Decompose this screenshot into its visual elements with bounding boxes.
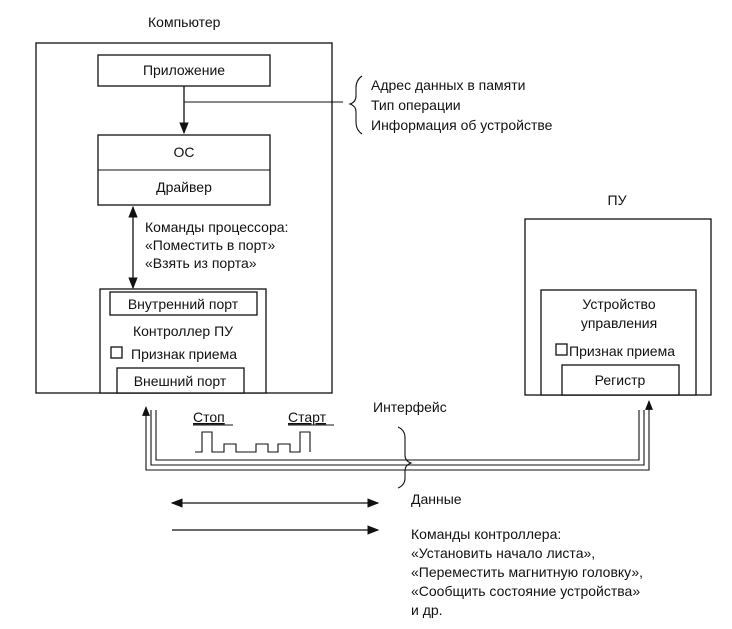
device-title: ПУ bbox=[608, 192, 627, 208]
interface-label: Интерфейс bbox=[373, 399, 447, 415]
receive-flag-checkbox bbox=[110, 346, 123, 359]
call-param-op-type: Тип операции bbox=[371, 97, 461, 113]
application-label: Приложение bbox=[143, 62, 225, 78]
legend-command-etc: и др. bbox=[411, 602, 443, 618]
legend-command-status: «Сообщить состояние устройства» bbox=[411, 583, 640, 599]
internal-port-box bbox=[109, 291, 258, 316]
register-label: Регистр bbox=[595, 372, 646, 388]
interface-bus bbox=[142, 400, 653, 471]
computer-title: Компьютер bbox=[148, 14, 221, 30]
legend-commands-title: Команды контроллера: bbox=[411, 526, 561, 542]
device-receive-flag-label: Признак приема bbox=[569, 343, 675, 359]
os-label: ОС bbox=[174, 144, 195, 160]
controller-title: Контроллер ПУ bbox=[133, 323, 233, 339]
control-unit-line1: Устройство bbox=[582, 296, 655, 312]
interface-brace bbox=[397, 426, 413, 489]
serial-signal-waveform bbox=[195, 431, 311, 453]
legend-data-label: Данные bbox=[411, 491, 462, 507]
external-port-box bbox=[116, 367, 245, 394]
call-param-address: Адрес данных в памяти bbox=[371, 77, 525, 93]
cpu-commands-title: Команды процессора: bbox=[145, 219, 288, 235]
legend-command-move-head: «Переместить магнитную головку», bbox=[411, 564, 643, 580]
start-label: Старт bbox=[288, 409, 327, 425]
application-box bbox=[97, 54, 271, 87]
stop-label: Стоп bbox=[193, 409, 225, 425]
control-unit-line2: управления bbox=[581, 315, 657, 331]
receive-flag-label: Признак приема bbox=[131, 346, 237, 362]
cpu-command-put: «Поместить в порт» bbox=[145, 237, 275, 253]
register-box bbox=[561, 364, 680, 396]
call-param-device-info: Информация об устройстве bbox=[371, 117, 553, 133]
device-receive-flag-checkbox bbox=[555, 343, 568, 356]
call-params-brace bbox=[348, 75, 363, 135]
external-port-label: Внешний порт bbox=[134, 373, 227, 389]
driver-label: Драйвер bbox=[156, 179, 212, 195]
internal-port-label: Внутренний порт bbox=[128, 296, 239, 312]
legend-command-set-page: «Установить начало листа», bbox=[411, 545, 595, 561]
cpu-command-get: «Взять из порта» bbox=[145, 255, 257, 271]
